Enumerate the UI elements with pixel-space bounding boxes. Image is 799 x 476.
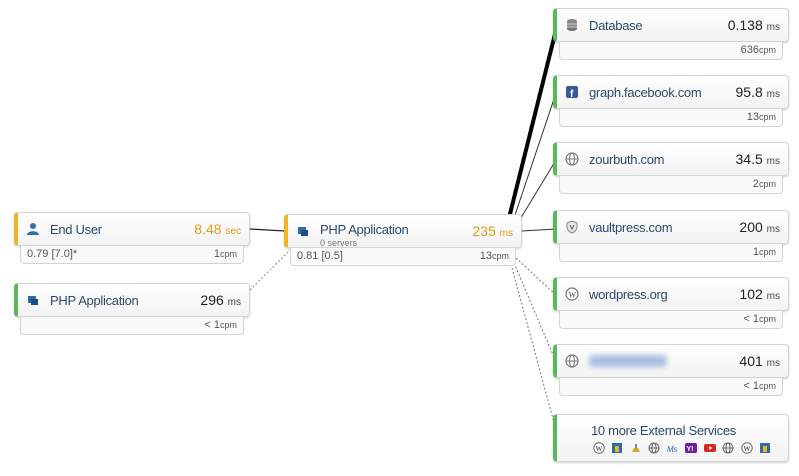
node-name: End User: [50, 222, 102, 237]
globe-icon: [722, 442, 734, 454]
link-php-more: [511, 267, 557, 431]
node-card: PHP Application 296 ms: [14, 283, 250, 317]
wordpress-icon: W: [740, 442, 753, 454]
node-name: PHP Application: [320, 222, 409, 237]
server-count: 0 servers: [320, 238, 358, 248]
app-icon: [759, 442, 771, 454]
node-stats: < 1cpm: [559, 311, 783, 329]
response-time: 235 ms: [472, 223, 513, 239]
response-time: 200 ms: [739, 219, 780, 235]
node-stats: 1cpm: [559, 244, 783, 262]
svg-text:f: f: [570, 89, 574, 99]
youtube-icon: [703, 442, 716, 454]
globe-icon: [565, 152, 579, 166]
node-php-application-left[interactable]: PHP Application 296 ms < 1cpm: [14, 283, 250, 337]
response-time: 296 ms: [200, 292, 241, 308]
node-graph-facebook[interactable]: f graph.facebook.com 95.8 ms 13cpm: [553, 75, 789, 129]
user-icon: [26, 222, 40, 236]
node-card: zourbuth.com 34.5 ms: [553, 142, 789, 176]
svg-text:W: W: [568, 291, 576, 300]
app-icon: [26, 293, 40, 307]
throughput: 1cpm: [752, 246, 776, 258]
app-icon: [611, 442, 623, 454]
svg-text:Y!: Y!: [687, 446, 694, 453]
node-database[interactable]: Database 0.138 ms 636cpm: [553, 8, 789, 62]
node-stats: < 1cpm: [20, 317, 244, 335]
node-name: 10 more External Services: [591, 423, 736, 438]
response-time: 0.138 ms: [727, 17, 780, 33]
node-card: Database 0.138 ms: [553, 8, 789, 42]
globe-icon: [565, 354, 579, 368]
node-card: 10 more External Services W Ms Y! W: [553, 414, 789, 462]
node-name: graph.facebook.com: [589, 85, 702, 100]
facebook-icon: f: [565, 85, 579, 100]
node-card: PHP Application 0 servers 235 ms: [284, 214, 522, 248]
wordpress-icon: W: [593, 442, 605, 454]
redacted-name: [589, 355, 667, 367]
apdex: 0.81 [0.5]: [297, 250, 343, 262]
node-stats: < 1cpm: [559, 378, 783, 396]
shield-icon: [565, 220, 579, 234]
link-php-wordpress: [515, 257, 557, 296]
node-name: PHP Application: [50, 293, 139, 308]
throughput: 13cpm: [479, 250, 509, 262]
throughput: 1cpm: [213, 248, 237, 260]
yahoo-icon: Y!: [685, 442, 698, 454]
node-stats: 0.79 [7.0]* 1cpm: [20, 246, 244, 264]
node-zourbuth[interactable]: zourbuth.com 34.5 ms 2cpm: [553, 142, 789, 196]
link-php-vaultpress: [521, 228, 557, 232]
node-stats: 636cpm: [559, 42, 783, 60]
node-card: End User 8.48 sec: [14, 212, 250, 246]
app-icon: [296, 224, 310, 238]
apdex: 0.79 [7.0]*: [27, 248, 78, 260]
node-name: Database: [589, 18, 643, 33]
response-time: 34.5 ms: [735, 151, 780, 167]
node-stats: 0.81 [0.5] 13cpm: [290, 248, 516, 266]
node-card: 401 ms: [553, 344, 789, 378]
ms-icon: Ms: [667, 442, 679, 454]
node-card: W wordpress.org 102 ms: [553, 277, 789, 311]
link-phpleft-php: [249, 249, 291, 291]
response-time: 102 ms: [739, 286, 780, 302]
node-stats: 2cpm: [559, 176, 783, 194]
wordpress-icon: W: [565, 287, 579, 301]
link-enduser-php: [249, 228, 286, 232]
svg-text:W: W: [743, 445, 750, 453]
throughput: 2cpm: [752, 178, 776, 190]
database-icon: [565, 18, 579, 32]
lamp-icon: [630, 442, 642, 454]
svg-text:W: W: [595, 445, 602, 453]
response-time: 401 ms: [739, 353, 780, 369]
response-time: 95.8 ms: [735, 84, 780, 100]
node-name: zourbuth.com: [589, 152, 665, 167]
node-blurred-service[interactable]: 401 ms < 1cpm: [553, 344, 789, 398]
node-card: f graph.facebook.com 95.8 ms: [553, 75, 789, 109]
throughput: < 1cpm: [743, 380, 776, 392]
throughput: 13cpm: [746, 111, 776, 123]
node-name: vaultpress.com: [589, 220, 673, 235]
node-wordpress[interactable]: W wordpress.org 102 ms < 1cpm: [553, 277, 789, 331]
link-php-zourbuth: [515, 159, 557, 227]
node-stats: 13cpm: [559, 109, 783, 127]
node-end-user[interactable]: End User 8.48 sec 0.79 [7.0]* 1cpm: [14, 212, 250, 266]
node-vaultpress[interactable]: vaultpress.com 200 ms 1cpm: [553, 210, 789, 264]
node-php-application-center[interactable]: PHP Application 0 servers 235 ms 0.81 [0…: [284, 214, 522, 268]
throughput: < 1cpm: [204, 319, 237, 331]
response-time: 8.48 sec: [194, 221, 241, 237]
node-card: vaultpress.com 200 ms: [553, 210, 789, 244]
globe-icon: [648, 442, 660, 454]
node-more-external-services[interactable]: 10 more External Services W Ms Y! W: [553, 414, 789, 464]
link-php-hidden: [513, 262, 557, 363]
throughput: 636cpm: [740, 44, 776, 56]
node-name: wordpress.org: [589, 287, 668, 302]
link-php-facebook: [511, 92, 557, 225]
link-php-database: [506, 29, 558, 223]
service-icons: W Ms Y! W: [593, 439, 773, 457]
svg-text:Ms: Ms: [667, 445, 678, 454]
throughput: < 1cpm: [743, 313, 776, 325]
